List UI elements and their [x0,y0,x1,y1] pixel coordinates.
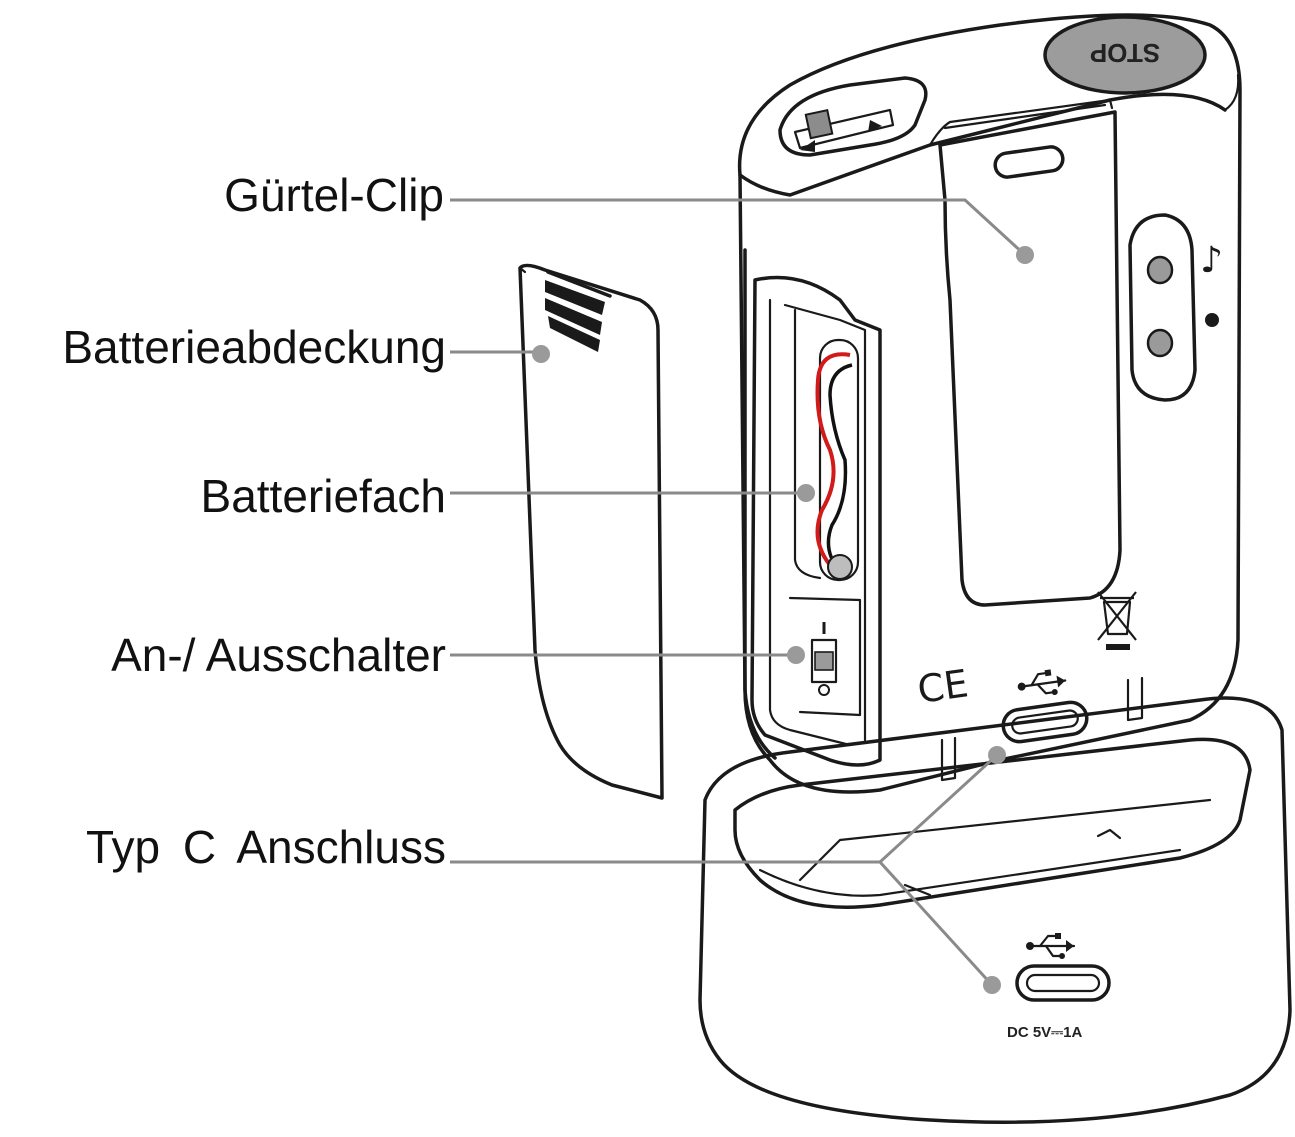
belt-clip [938,110,1122,607]
label-type-c-port: Typ C Anschluss [86,821,446,873]
receiver-body: STOP ♪ [737,13,1242,794]
label-power-switch: An-/ Ausschalter [111,629,446,681]
leader-dot-typec-device [988,746,1006,764]
leader-lines [450,198,1034,994]
battery-cover [518,263,664,800]
device-usb-c-port [1001,700,1089,744]
music-note-icon: ♪ [1200,240,1223,281]
volume-buttons [1128,213,1197,402]
leader-dot-battery-compartment [797,484,815,502]
stop-button: STOP [1043,15,1207,95]
label-belt-clip: Gürtel-Clip [224,169,444,221]
label-battery-cover: Batterieabdeckung [62,321,446,373]
battery-compartment [750,275,882,767]
dot-icon [1205,313,1219,327]
power-switch [810,622,838,696]
label-battery-compartment: Batteriefach [201,470,446,522]
mode-slider [778,76,928,157]
leader-belt-clip [450,198,1027,257]
ce-mark-icon: CE [915,661,971,712]
leader-dot-power-switch [787,646,805,664]
leader-dot-belt-clip [1016,246,1034,264]
dock-rating-text: DC 5V⎓1A [1007,1024,1082,1041]
leader-dot-typec-dock [983,976,1001,994]
usb-icon [1026,933,1076,959]
usb-icon [1017,669,1067,696]
weee-bin-icon [1097,591,1137,650]
stop-button-label: STOP [1090,38,1160,68]
leader-dot-battery-cover [532,345,550,363]
leader-typec-dock [878,860,994,987]
callout-labels: Gürtel-Clip Batterieabdeckung Batteriefa… [62,169,446,873]
